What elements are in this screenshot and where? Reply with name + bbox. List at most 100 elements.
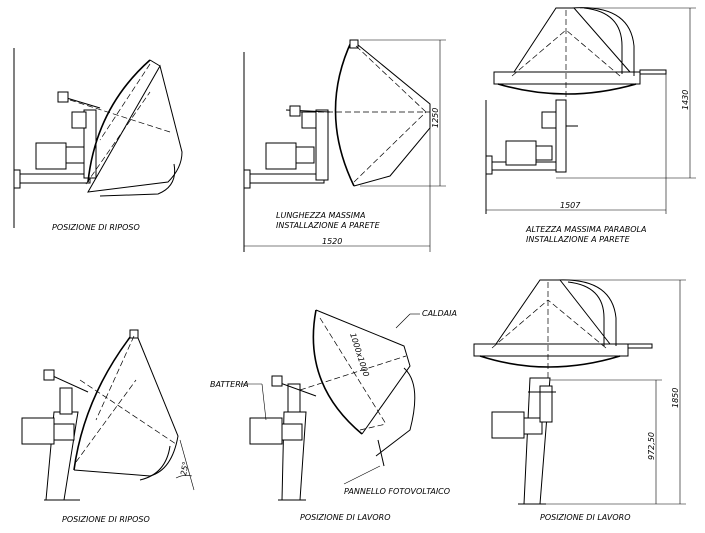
label-panel: PANNELLO FOTOVOLTAICO (344, 487, 450, 496)
pv-panel (377, 439, 385, 467)
wall-bracket (485, 155, 493, 175)
dim-1250: 1250 (431, 108, 440, 128)
knob (289, 105, 301, 117)
knob (43, 369, 55, 381)
label-boiler: CALDAIA (422, 309, 457, 318)
battery-box (35, 142, 67, 170)
view-max-length: 1250 1520 LUNGHEZZA MASSIMA INSTALLAZION… (243, 39, 446, 252)
focus-line-1 (355, 45, 427, 113)
controller-box (65, 146, 85, 164)
caption-work-1: POSIZIONE DI LAVORO (300, 513, 391, 522)
dish-profile (479, 355, 621, 368)
dish-profile (73, 331, 135, 471)
boiler-cone (513, 7, 631, 73)
boiler-pipe (139, 445, 171, 481)
joint-block (71, 111, 87, 129)
support-column (555, 99, 567, 173)
label-battery: BATTERIA (210, 380, 249, 389)
view-working-tilted: 1000x1000 CALDAIA BATTERIA PANNELLO FOTO… (210, 309, 457, 522)
caption-length-1: LUNGHEZZA MASSIMA (276, 211, 366, 220)
joint-block (539, 385, 553, 423)
dish-profile (312, 309, 363, 435)
angle-line (179, 439, 195, 491)
horizontal-arm (249, 173, 325, 184)
boiler-body (73, 337, 179, 477)
boiler-pipe (99, 163, 176, 197)
dish-rim (493, 71, 641, 85)
side-bar (627, 343, 653, 349)
dish-profile (87, 59, 151, 183)
controller-box (295, 146, 315, 164)
focus-line-2 (75, 379, 137, 463)
battery-box (491, 411, 525, 439)
dim-1520: 1520 (322, 237, 342, 246)
view-working-upright: 972,50 1850 POSIZIONE DI LAVORO (473, 279, 686, 522)
wall-bracket (13, 169, 21, 189)
view-rest-pole: 25° POSIZIONE DI RIPOSO (21, 329, 195, 524)
controller-box (535, 145, 553, 161)
dish-profile (497, 83, 637, 95)
focus-line-1 (99, 63, 151, 141)
dish-profile (334, 39, 355, 187)
horizontal-arm (19, 173, 91, 184)
boiler-pipe-inner (567, 281, 605, 346)
caption-height-1: ALTEZZA MASSIMA PARABOLA (525, 225, 646, 234)
boiler-body (351, 39, 431, 187)
knob (271, 375, 283, 387)
focus-line-2 (85, 91, 151, 185)
knob (57, 91, 69, 103)
angle-25: 25° (179, 461, 190, 477)
joint-block (301, 111, 317, 129)
focus-line-1 (511, 29, 567, 77)
focus-line-2 (353, 111, 427, 183)
boiler-cone (495, 279, 611, 345)
side-bar (639, 69, 667, 75)
battery-box (21, 417, 55, 445)
dim-1850: 1850 (671, 388, 680, 408)
battery-box (265, 142, 297, 170)
focus-line-1 (95, 335, 135, 421)
support-column (315, 109, 329, 181)
controller-box (523, 417, 543, 435)
leader-battery-tail (261, 383, 267, 421)
battery-box (505, 140, 537, 166)
controller-box (281, 423, 303, 441)
wall-bracket (243, 169, 251, 189)
axis-line (79, 379, 177, 445)
boiler-body (87, 64, 183, 193)
dim-1507: 1507 (560, 201, 581, 210)
dish-rim (473, 343, 629, 357)
focus-line-2 (547, 299, 607, 349)
view-rest-wall: POSIZIONE DI RIPOSO (13, 48, 183, 232)
focus-line-2 (565, 29, 621, 77)
caption-work-2: POSIZIONE DI LAVORO (540, 513, 631, 522)
boiler-body (315, 309, 411, 435)
view-max-height: 1430 1507 ALTEZZA MASSIMA PARABOLA INSTA… (485, 7, 696, 244)
leader-boiler (395, 313, 411, 329)
joint-block (541, 111, 557, 129)
joint-block (59, 387, 73, 415)
dish-tip (349, 39, 359, 49)
focus-line-2 (359, 423, 387, 431)
boiler-pipe (557, 279, 617, 346)
caption-rest-2: POSIZIONE DI RIPOSO (62, 515, 150, 524)
focus-line-1 (491, 299, 549, 349)
leader-panel (343, 465, 381, 485)
dish-tip (129, 329, 139, 339)
caption-height-2: INSTALLAZIONE A PARETE (526, 235, 631, 244)
axis-line (299, 355, 407, 391)
caption-length-2: INSTALLAZIONE A PARETE (276, 221, 381, 230)
boiler-pipe-inner (583, 7, 623, 74)
dim-972: 972,50 (647, 432, 656, 460)
battery-box (249, 417, 283, 445)
dim-1430: 1430 (681, 90, 690, 110)
dish-rim-top (149, 59, 161, 67)
focus-line-1 (319, 317, 387, 425)
caption-rest-1: POSIZIONE DI RIPOSO (52, 223, 140, 232)
joint-block (287, 383, 301, 413)
controller-box (53, 423, 75, 441)
angle-arc (175, 475, 193, 479)
dim-1000x1000: 1000x1000 (348, 332, 371, 378)
boiler-pipe (375, 367, 416, 457)
